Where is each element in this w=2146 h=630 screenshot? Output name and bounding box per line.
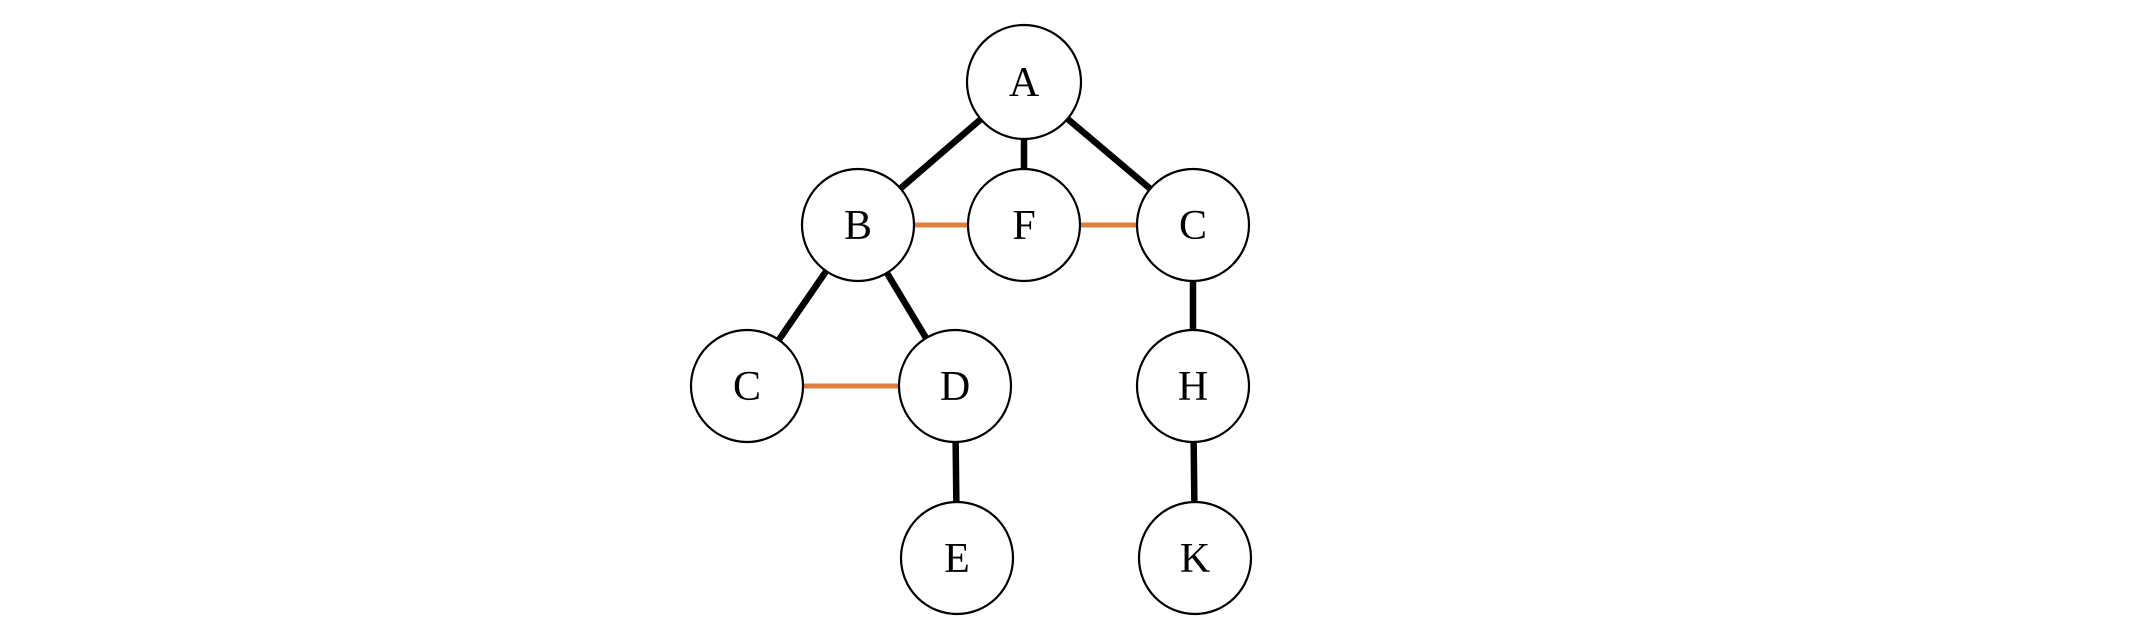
node-label-c1: C — [1179, 203, 1207, 249]
node-f[interactable]: F — [966, 167, 1082, 283]
node-circle-c1[interactable] — [1135, 167, 1251, 283]
node-label-e: E — [944, 536, 970, 582]
edge-a-c1 — [1064, 115, 1154, 192]
edge-b-c2 — [775, 268, 830, 343]
edge-a-b — [897, 116, 984, 192]
node-label-a: A — [1009, 60, 1040, 106]
node-d[interactable]: D — [897, 328, 1013, 444]
node-e[interactable]: E — [899, 500, 1015, 616]
node-label-b: B — [844, 203, 872, 249]
node-c1[interactable]: C — [1135, 167, 1251, 283]
node-h[interactable]: H — [1135, 328, 1251, 444]
node-label-c2: C — [733, 364, 761, 410]
node-a[interactable]: A — [965, 23, 1083, 141]
node-c2[interactable]: C — [689, 328, 805, 444]
node-circle-c2[interactable] — [689, 328, 805, 444]
node-label-f: F — [1012, 203, 1035, 249]
node-circle-d[interactable] — [897, 328, 1013, 444]
node-k[interactable]: K — [1137, 500, 1253, 616]
node-circle-e[interactable] — [899, 500, 1015, 616]
node-circle-b[interactable] — [800, 167, 916, 283]
edge-h-k — [1190, 440, 1198, 504]
node-b[interactable]: B — [800, 167, 916, 283]
node-label-k: K — [1180, 536, 1210, 582]
edges-layer — [775, 115, 1198, 504]
edge-b-d — [883, 270, 930, 341]
node-circle-h[interactable] — [1135, 328, 1251, 444]
node-label-d: D — [940, 364, 970, 410]
node-circle-a[interactable] — [965, 23, 1083, 141]
node-circle-f[interactable] — [966, 167, 1082, 283]
edge-d-e — [952, 440, 960, 504]
node-circle-k[interactable] — [1137, 500, 1253, 616]
node-label-h: H — [1178, 364, 1208, 410]
nodes-layer: A B F C C D H E K — [689, 23, 1253, 616]
